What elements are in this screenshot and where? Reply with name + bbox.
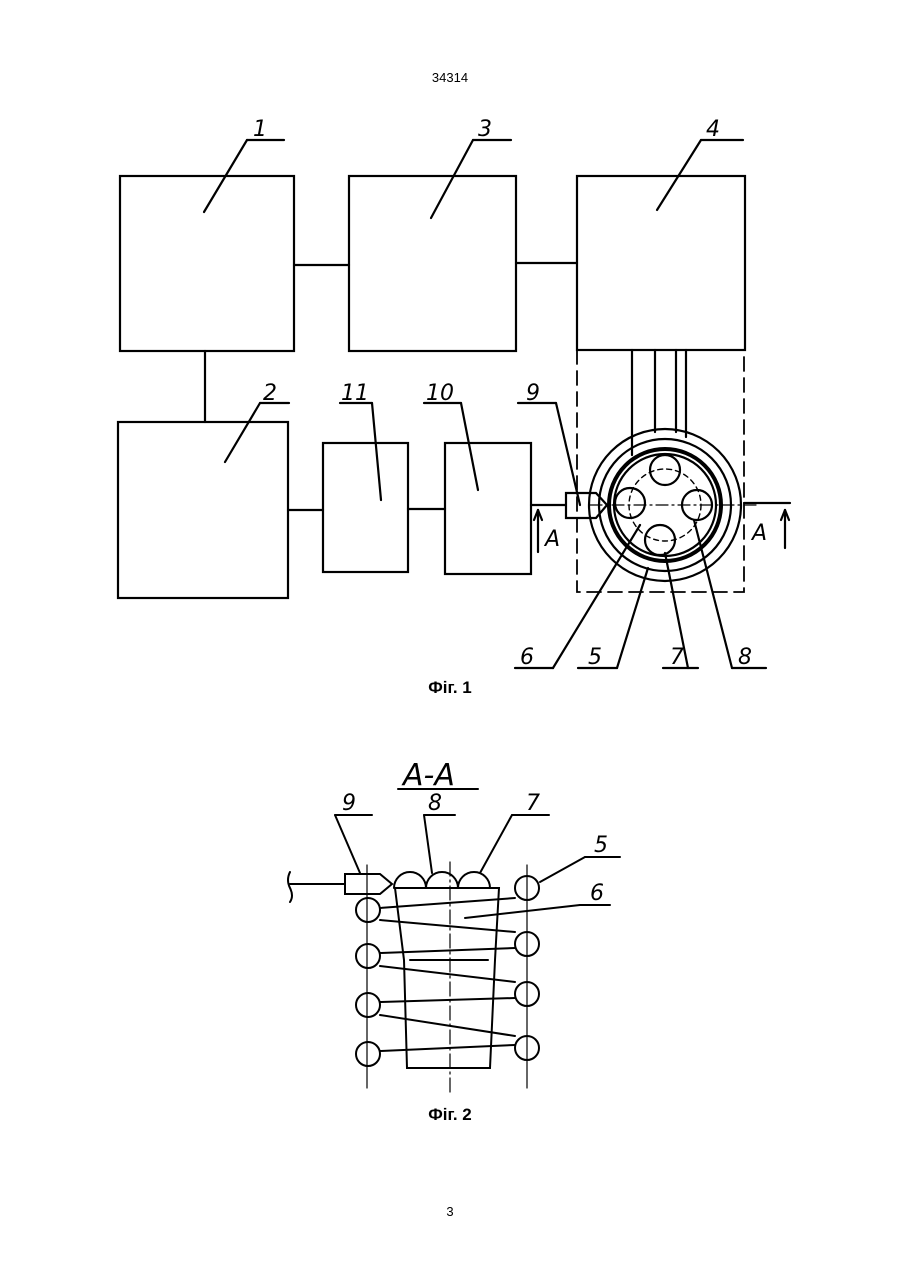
label-10: 10 [426,381,454,406]
section-title: A-A [401,758,455,793]
label-11: 11 [341,381,369,406]
block-3 [349,176,516,351]
section-mark-right: A [750,521,767,546]
label-3: 3 [478,117,492,142]
label-8: 8 [738,645,752,670]
block-1 [120,176,294,351]
label-2: 2 [263,381,277,406]
fig2-label-8: 8 [428,791,442,816]
label-6: 6 [520,645,534,670]
figure-1-caption: Фіг. 1 [0,678,900,698]
block-2 [118,422,288,598]
label-1: 1 [253,117,267,142]
label-7: 7 [670,645,684,670]
block-10 [445,443,531,574]
label-4: 4 [706,117,720,142]
fig2-label-9: 9 [342,791,356,816]
figure-1-drawing: 1 3 4 2 11 10 9 6 5 7 8 A A [0,0,900,700]
label-5: 5 [588,645,602,670]
section-mark-left: A [543,527,560,552]
block-11 [323,443,408,572]
figure-2-caption: Фіг. 2 [0,1105,900,1125]
fig2-label-7: 7 [526,791,540,816]
fig2-label-5: 5 [594,833,608,858]
fig2-label-6: 6 [590,881,604,906]
page-number: 3 [0,1204,900,1219]
label-9: 9 [526,381,540,406]
